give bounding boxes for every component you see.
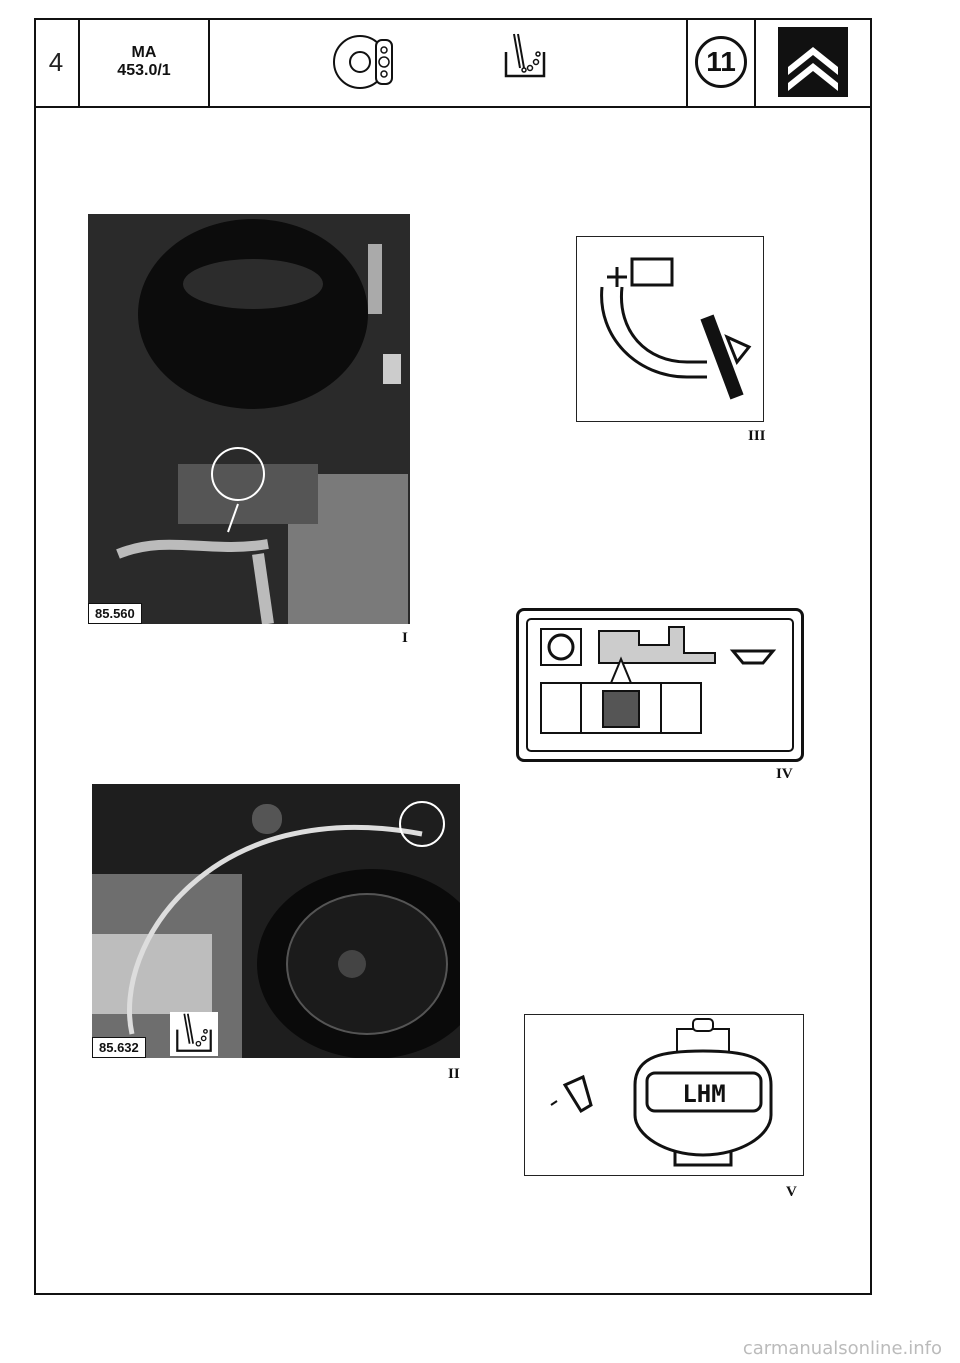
brake-pedal-icon bbox=[600, 257, 752, 400]
figure-3-pedal-pictogram bbox=[576, 236, 764, 422]
figure-3-label: III bbox=[748, 428, 766, 444]
doc-code-line2: 453.0/1 bbox=[117, 62, 171, 79]
page-frame bbox=[34, 18, 872, 1295]
reservoir-label: LHM bbox=[682, 1080, 726, 1108]
display-panel-icon bbox=[526, 618, 794, 752]
figure-1-ref: 85.560 bbox=[88, 603, 142, 624]
figure-4-label: IV bbox=[776, 766, 793, 782]
figure-1-photo: 85.560 bbox=[88, 214, 410, 624]
figure-4-display-pictogram bbox=[516, 608, 804, 762]
logo-cell bbox=[756, 18, 870, 106]
bleed-jar-icon bbox=[504, 33, 546, 78]
page-header: 4 MA 453.0/1 11 bbox=[34, 18, 872, 108]
section-number-cell: 11 bbox=[688, 18, 756, 106]
section-number: 11 bbox=[695, 36, 747, 88]
doc-code-cell: MA 453.0/1 bbox=[80, 18, 210, 106]
doc-code-line1: MA bbox=[131, 44, 157, 61]
figure-5-reservoir-pictogram: LHM bbox=[524, 1014, 804, 1176]
figure-2-photo: 85.632 bbox=[92, 784, 460, 1058]
figure-1-label: I bbox=[402, 630, 408, 646]
brake-disc-icon bbox=[333, 35, 393, 89]
page-number-cell: 4 bbox=[34, 18, 80, 106]
bleed-jar-icon bbox=[170, 1012, 218, 1056]
figure-2-photo-art bbox=[92, 784, 460, 1058]
citroen-logo bbox=[778, 27, 848, 97]
page-number: 4 bbox=[48, 46, 64, 77]
lhm-reservoir-icon bbox=[550, 1018, 773, 1167]
figure-5-label: V bbox=[786, 1184, 797, 1200]
figure-2-ref: 85.632 bbox=[92, 1037, 146, 1058]
operation-icons-cell bbox=[210, 18, 688, 106]
figure-1-photo-art bbox=[88, 214, 410, 624]
figure-2-label: II bbox=[448, 1066, 460, 1082]
watermark: carmanualsonline.info bbox=[742, 1338, 942, 1359]
